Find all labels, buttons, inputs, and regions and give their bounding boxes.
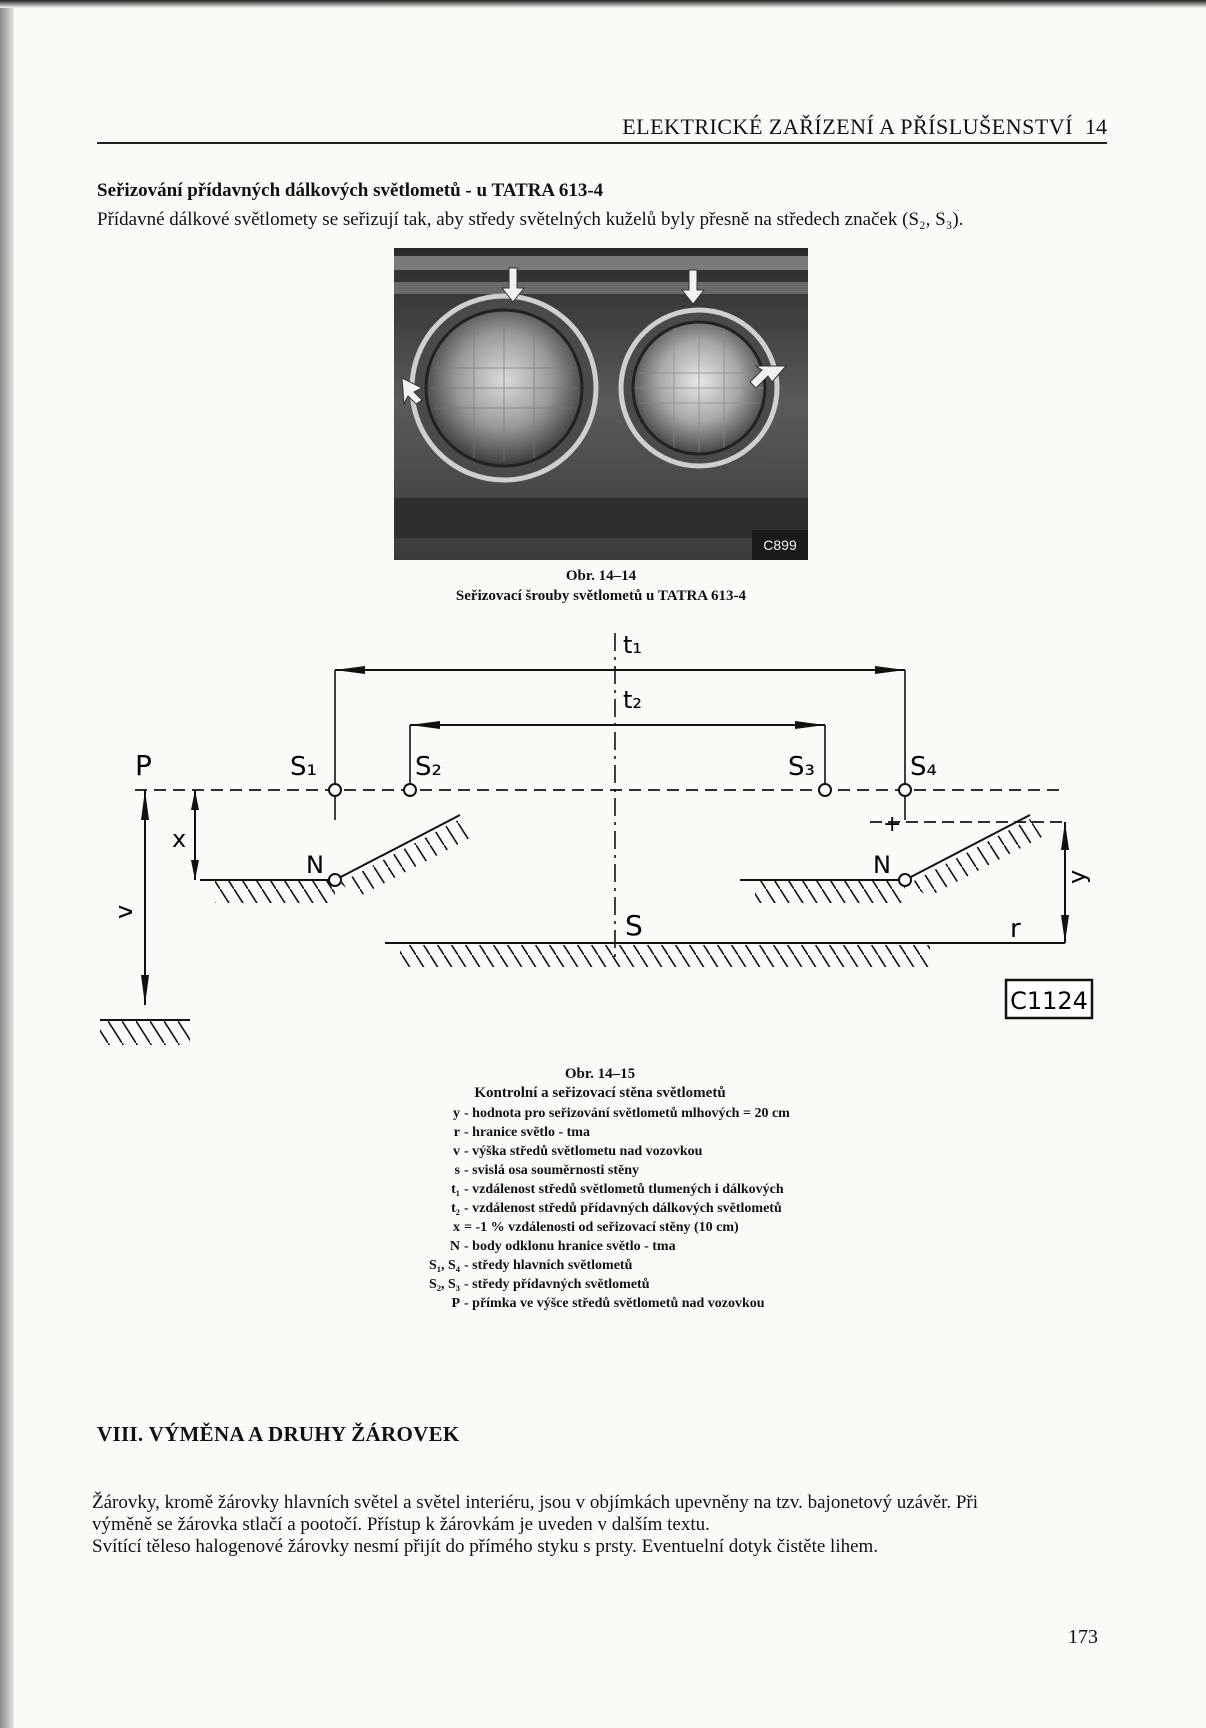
figure1-title: Seřizovací šrouby světlometů u TATRA 613… [455, 588, 747, 604]
scan-top-shadow [0, 0, 1206, 8]
label-t1: t₁ [623, 631, 642, 659]
label-v: v [110, 905, 138, 919]
label-n-right: N [873, 851, 891, 879]
label-p: P [135, 749, 152, 782]
legend-row: y- hodnota pro seřizování světlometů mlh… [453, 1106, 790, 1121]
chapter-number: 14 [1085, 114, 1107, 139]
legend-row: x= -1 % vzdálenosti od seřizovací stěny … [453, 1220, 739, 1235]
figure2-legend: y- hodnota pro seřizování světlometů mlh… [412, 1104, 912, 1313]
legend-row: N- body odklonu hranice světlo - tma [449, 1239, 676, 1254]
headlight-photo: C899 [394, 248, 808, 560]
label-s3: S₃ [788, 752, 815, 782]
label-x: x [172, 825, 186, 853]
body-line: výměně se žárovka stlačí a pootočí. Přís… [92, 1514, 710, 1535]
page-number: 173 [1068, 1626, 1098, 1648]
running-head: ELEKTRICKÉ ZAŘÍZENÍ A PŘÍSLUŠENSTVÍ 14 [97, 114, 1107, 144]
legend-row: v- výška středů světlometu nad vozovkou [453, 1144, 703, 1159]
scan-edge-shadow [0, 0, 14, 1728]
left-headlight [409, 293, 599, 483]
label-y: y [1063, 870, 1091, 884]
diagram-code: C1124 [1010, 987, 1088, 1015]
right-headlight [618, 307, 780, 469]
body-paragraph: Žárovky, kromě žárovky hlavních světel a… [92, 1492, 1107, 1558]
legend-row: t₁- vzdálenost středů světlometů tlumený… [451, 1182, 784, 1197]
legend-row: r- hranice světlo - tma [453, 1125, 590, 1140]
label-n-left: N [306, 851, 324, 879]
section-title: VIII. VÝMĚNA A DRUHY ŽÁROVEK [97, 1422, 460, 1446]
figure1-caption: Obr. 14–14 Seřizovací šrouby světlometů … [394, 566, 808, 606]
label-r: r [1010, 914, 1021, 944]
figure2-title: Kontrolní a seřizovací stěna světlometů [474, 1085, 726, 1101]
body-line: Žárovky, kromě žárovky hlavních světel a… [92, 1492, 979, 1513]
adjustment-wall-diagram: t₁ t₂ P S₁ S₂ S₃ S₄ v x [100, 631, 1094, 1045]
label-plus: + [883, 812, 901, 837]
figure2-caption: Obr. 14–15 Kontrolní a seřizovací stěna … [300, 1065, 900, 1103]
legend-row: S₁, S₄- středy hlavních světlometů [429, 1258, 633, 1273]
label-t2: t₂ [623, 686, 642, 714]
running-head-title: ELEKTRICKÉ ZAŘÍZENÍ A PŘÍSLUŠENSTVÍ [622, 114, 1073, 139]
legend-row: P- přímka ve výšce středů světlometů nad… [451, 1296, 765, 1311]
label-s: S [625, 909, 643, 942]
section-heading: Seřizování přídavných dálkových světlome… [97, 180, 604, 201]
figure1-number: Obr. 14–14 [565, 568, 637, 584]
label-s4: S₄ [910, 752, 937, 782]
legend-row: s- svislá osa souměrnosti stěny [454, 1163, 640, 1178]
adjustment-arrows [401, 267, 788, 406]
label-s2: S₂ [415, 752, 442, 782]
body-line: Svítící těleso halogenové žárovky nesmí … [92, 1536, 879, 1557]
legend-row: t₂- vzdálenost středů přídavných dálkový… [451, 1201, 782, 1216]
figure2-number: Obr. 14–15 [564, 1066, 636, 1082]
photo-code: C899 [763, 537, 797, 553]
legend-row: S₂, S₃- středy přídavných světlometů [429, 1277, 650, 1292]
label-s1: S₁ [290, 752, 317, 782]
intro-paragraph: Přídavné dálkové světlomety se seřizují … [97, 209, 964, 230]
